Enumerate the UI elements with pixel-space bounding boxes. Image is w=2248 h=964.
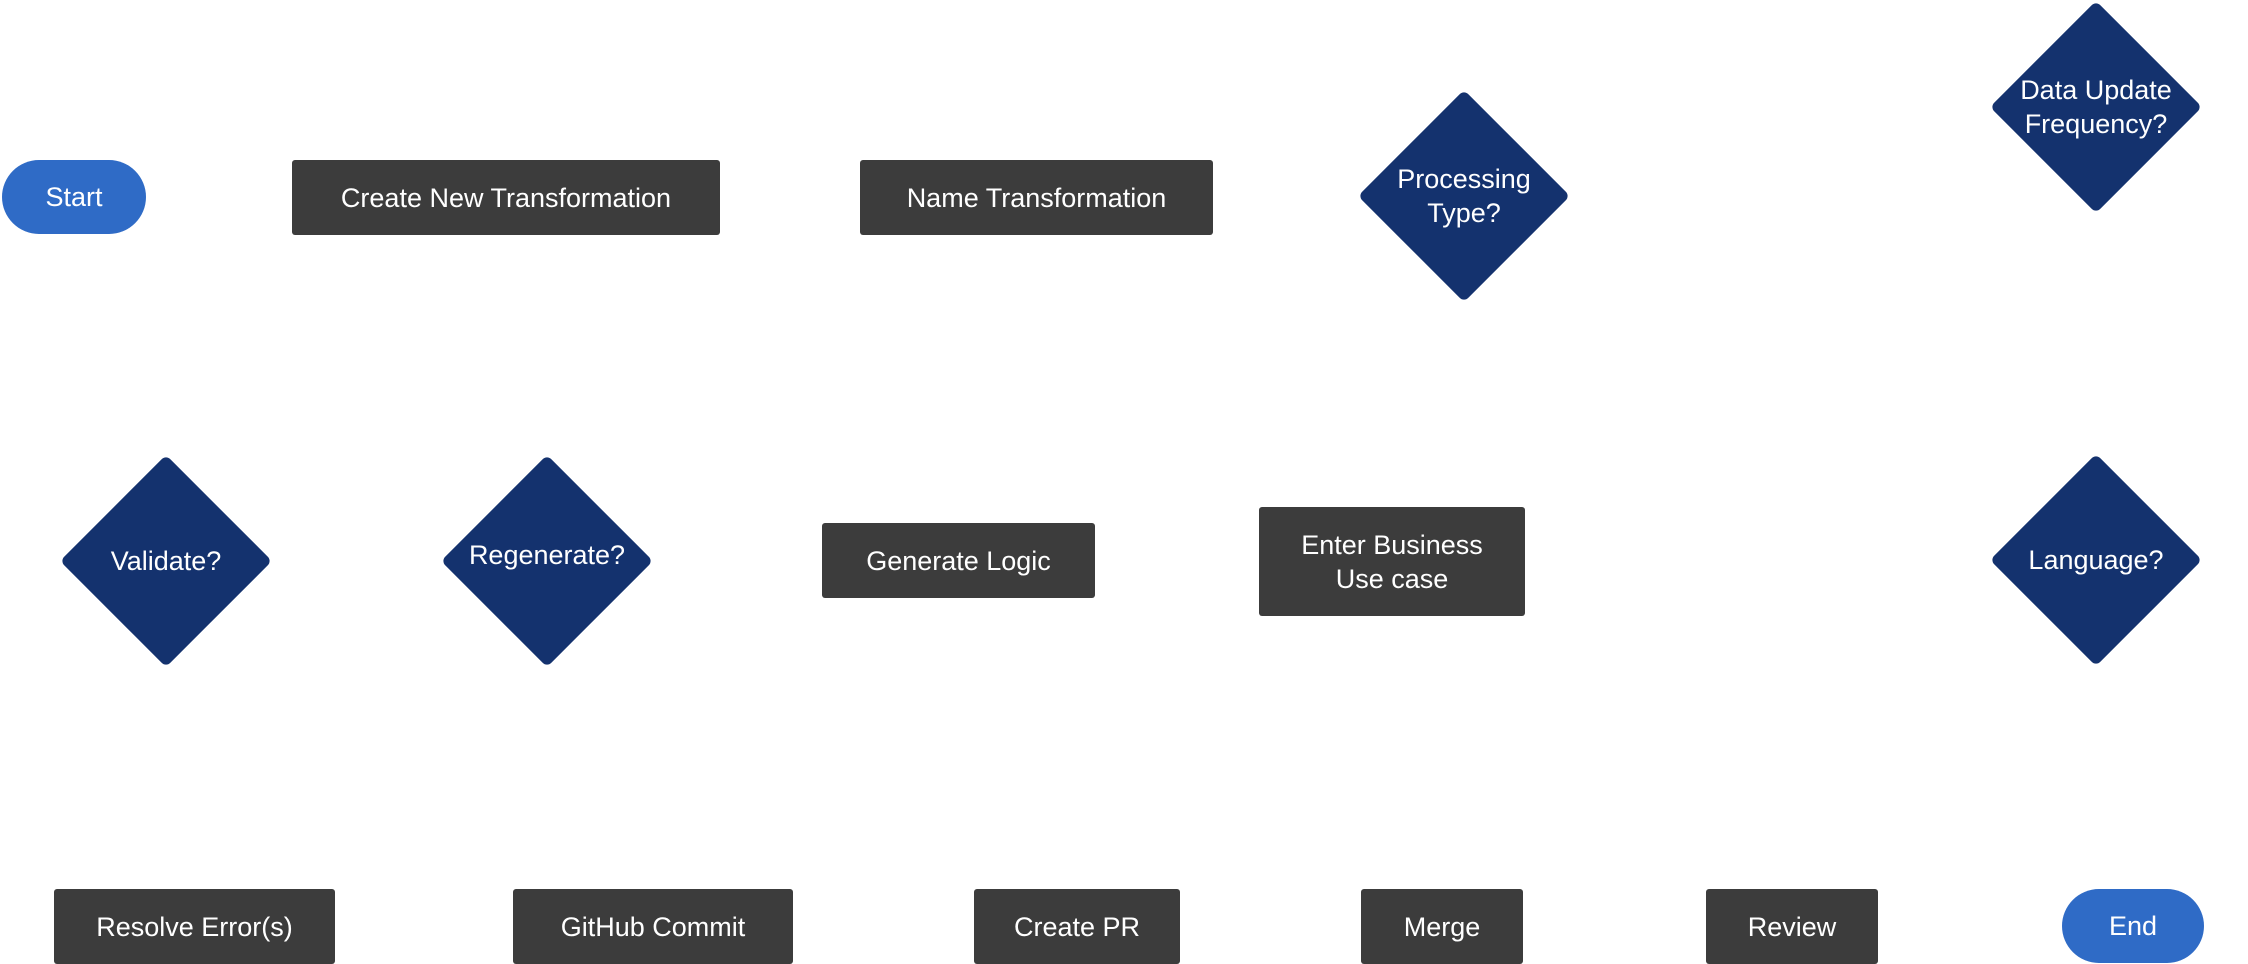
regenerate-label: Regenerate? bbox=[468, 540, 626, 570]
create-new-transformation-node[interactable]: Create New Transformation bbox=[292, 160, 720, 235]
resolve-errors-node[interactable]: Resolve Error(s) bbox=[54, 889, 335, 964]
enter-business-use-case-label: Enter Business Use case bbox=[1301, 529, 1483, 594]
merge-node[interactable]: Merge bbox=[1361, 889, 1523, 964]
generate-logic-node[interactable]: Generate Logic bbox=[822, 523, 1095, 598]
processing-type-label: Processing Type? bbox=[1397, 164, 1531, 228]
start-node-label: Start bbox=[45, 182, 103, 212]
end-node[interactable]: End bbox=[2062, 889, 2204, 963]
validate-decision[interactable]: Validate? bbox=[59, 454, 273, 668]
review-node[interactable]: Review bbox=[1706, 889, 1878, 964]
language-label: Language? bbox=[2028, 545, 2164, 575]
end-node-label: End bbox=[2108, 911, 2158, 941]
create-pr-node[interactable]: Create PR bbox=[974, 889, 1180, 964]
processing-type-decision[interactable]: Processing Type? bbox=[1357, 89, 1571, 303]
create-new-transformation-label: Create New Transformation bbox=[340, 182, 672, 213]
validate-label: Validate? bbox=[110, 546, 222, 576]
name-transformation-label: Name Transformation bbox=[906, 182, 1167, 213]
language-decision[interactable]: Language? bbox=[1989, 453, 2203, 667]
merge-label: Merge bbox=[1403, 911, 1481, 942]
start-node[interactable]: Start bbox=[2, 160, 146, 234]
github-commit-label: GitHub Commit bbox=[560, 911, 746, 942]
github-commit-node[interactable]: GitHub Commit bbox=[513, 889, 793, 964]
generate-logic-label: Generate Logic bbox=[866, 545, 1051, 576]
regenerate-decision[interactable]: Regenerate? bbox=[440, 454, 654, 668]
enter-business-use-case-node[interactable]: Enter Business Use case bbox=[1259, 507, 1525, 616]
data-update-frequency-decision[interactable]: Data Update Frequency? bbox=[1989, 0, 2203, 214]
resolve-errors-label: Resolve Error(s) bbox=[96, 911, 293, 942]
data-update-frequency-label: Data Update Frequency? bbox=[2020, 75, 2172, 139]
create-pr-label: Create PR bbox=[1013, 911, 1141, 942]
review-label: Review bbox=[1747, 911, 1837, 942]
name-transformation-node[interactable]: Name Transformation bbox=[860, 160, 1213, 235]
